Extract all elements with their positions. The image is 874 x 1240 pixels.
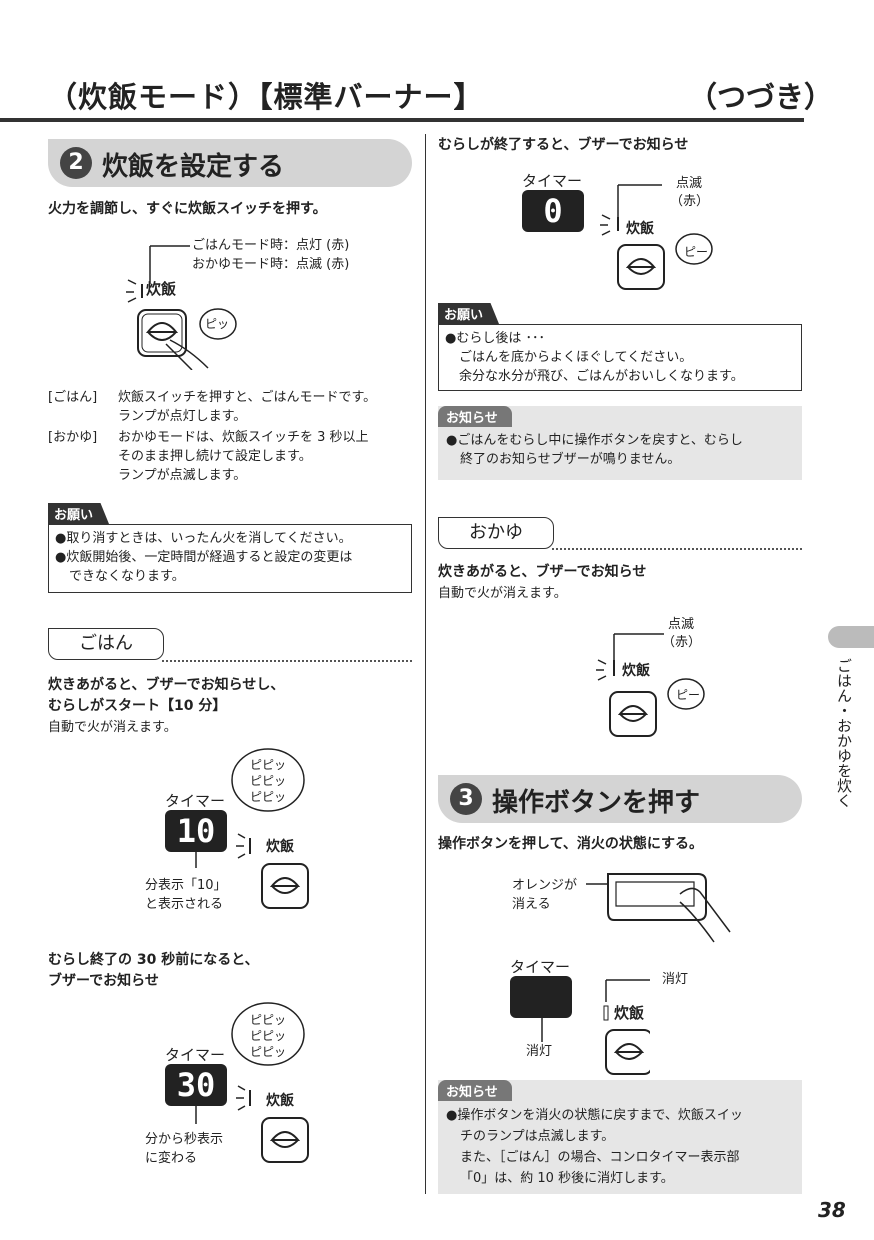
timer-30-diagram (195, 1002, 309, 1163)
timer-note4: に変わる (145, 1151, 198, 1166)
oshirase-item: また、［ごはん］の場合、コンロタイマー表示部 (460, 1150, 740, 1165)
step3-heading: 3 操作ボタンを押す (438, 775, 802, 823)
timer-label: タイマー (165, 1046, 226, 1064)
beep-bubble: ピー (676, 688, 701, 702)
step2-notice: お願い ●取り消すときは、いったん火を消してください。 ●炊飯開始後、一定時間が… (48, 503, 412, 593)
timer-display: 0 (522, 190, 584, 232)
orange-note1: オレンジが (512, 878, 578, 893)
step3-instruction: 操作ボタンを押して、消火の状態にする。 (438, 836, 704, 852)
rice-switch-label: 炊飯 (266, 1093, 294, 1109)
beep-bubble-text: ピピッ ピピッ ピピッ (250, 758, 287, 804)
page-title: （炊飯モード）【標準バーナー】 (48, 80, 484, 114)
gohan-text1: 炊飯スイッチを押すと、ごはんモードです。 (118, 390, 377, 405)
oshirase-item: チのランプは点滅します。 (460, 1129, 615, 1144)
gohan-tab: ごはん (48, 628, 164, 660)
oshirase-item: ●操作ボタンを消火の状態に戻すまで、炊飯スイッ (446, 1108, 743, 1123)
gohan-key: [ごはん] (48, 390, 98, 405)
notice-item: ごはんを底からよくほぐしてください。 (459, 350, 693, 365)
timer-10-diagram (195, 748, 309, 909)
blink-label: 点滅 (676, 176, 703, 191)
notice-item: 余分な水分が飛び、ごはんがおいしくなります。 (459, 369, 744, 384)
red-label: （赤） (662, 635, 702, 650)
blink-switch-diagram (600, 184, 713, 290)
notice-item: ●炊飯開始後、一定時間が経過すると設定の変更は (55, 550, 353, 565)
okayu-head: 炊きあがると、ブザーでお知らせ (438, 564, 647, 580)
gohan-text2: ランプが点灯します。 (118, 409, 247, 424)
lamp-note-okayu: おかゆモード時：点滅 (赤) (192, 257, 350, 272)
notice-tag: お願い (48, 503, 110, 524)
orange-note2: 消える (512, 897, 551, 912)
timer-label: タイマー (165, 792, 226, 810)
rice-switch-label: 炊飯 (626, 221, 654, 237)
oshirase-tag: お知らせ (438, 1080, 512, 1101)
red-label: （赤） (670, 194, 710, 209)
oshirase-box: お知らせ ●ごはんをむらし中に操作ボタンを戻すと、むらし 終了のお知らせブザーが… (438, 406, 802, 480)
oshirase-item: 終了のお知らせブザーが鳴りません。 (460, 452, 681, 467)
okayu-divider (552, 548, 802, 550)
notice-item: ●むらし後は ･･･ (445, 331, 545, 346)
page-number: 38 (818, 1198, 846, 1222)
oshirase-item: ●ごはんをむらし中に操作ボタンを戻すと、むらし (446, 433, 743, 448)
okayu-text2: そのまま押し続けて設定します。 (118, 449, 312, 464)
oshirase-tag: お知らせ (438, 406, 512, 427)
step3-title: 操作ボタンを押す (492, 788, 701, 818)
rice-switch-press-diagram (126, 245, 237, 370)
timer-label: タイマー (522, 172, 583, 190)
notice-item-cont: できなくなります。 (69, 569, 185, 584)
lamp-note-gohan: ごはんモード時：点灯 (赤) (192, 238, 350, 253)
step3-number: 3 (450, 783, 482, 815)
okayu-tab: おかゆ (438, 517, 554, 549)
okayu-sub: 自動で火が消えます。 (438, 586, 567, 601)
continued-label: （つづき） (688, 80, 834, 114)
murashi-end-head: むらしが終了すると、ブザーでお知らせ (438, 137, 689, 153)
gohan-head1: 炊きあがると、ブザーでお知らせし、 (48, 677, 285, 693)
rice-switch-label: 炊飯 (266, 839, 294, 855)
oshirase-item: 「0」は、約 10 秒後に消灯します。 (460, 1171, 674, 1186)
timer-label: タイマー (510, 958, 571, 976)
off-label-switch: 消灯 (662, 972, 689, 987)
rice-switch-label: 炊飯 (622, 663, 650, 679)
beep-bubble: ピッ (205, 317, 230, 331)
header-rule (0, 118, 804, 122)
beep-bubble-text: ピピッ ピピッ ピピッ (250, 1013, 287, 1059)
blink-label: 点滅 (668, 617, 695, 632)
gohan-head3: むらし終了の 30 秒前になると、 (48, 952, 259, 968)
rice-switch-label: 炊飯 (146, 280, 177, 298)
murashi-notice: お願い ●むらし後は ･･･ ごはんを底からよくほぐしてください。 余分な水分が… (438, 303, 802, 391)
step2-number: 2 (60, 147, 92, 179)
timer-note1: 分表示「10」 (145, 878, 227, 893)
okayu-key: [おかゆ] (48, 430, 98, 445)
beep-bubble: ピー (684, 245, 709, 259)
step2-instruction: 火力を調節し、すぐに炊飯スイッチを押す。 (48, 201, 327, 217)
okayu-text1: おかゆモードは、炊飯スイッチを 3 秒以上 (118, 430, 369, 445)
chapter-tab-marker (828, 626, 874, 648)
timer-display-off (510, 976, 572, 1018)
rice-switch-label: 炊飯 (614, 1004, 645, 1022)
step2-heading: 2 炊飯を設定する (48, 139, 412, 187)
timer-display: 10 (165, 810, 227, 852)
notice-tag: お願い (438, 303, 500, 324)
okayu-switch-diagram (596, 633, 705, 737)
timer-note2: と表示される (145, 897, 224, 912)
control-knob-diagram (586, 873, 731, 943)
step2-title: 炊飯を設定する (102, 152, 285, 182)
notice-item: ●取り消すときは、いったん火を消してください。 (55, 531, 352, 546)
off-diagram (541, 979, 650, 1075)
off-label-timer: 消灯 (526, 1044, 553, 1059)
gohan-divider (162, 660, 412, 662)
gohan-head4: ブザーでお知らせ (48, 973, 159, 989)
okayu-text3: ランプが点滅します。 (118, 468, 247, 483)
gohan-head2: むらしがスタート【10 分】 (48, 698, 227, 714)
step3-oshirase-box: お知らせ ●操作ボタンを消火の状態に戻すまで、炊飯スイッ チのランプは点滅します… (438, 1080, 802, 1194)
timer-note3: 分から秒表示 (145, 1132, 224, 1147)
gohan-sub: 自動で火が消えます。 (48, 720, 177, 735)
timer-display: 30 (165, 1064, 227, 1106)
chapter-tab-label: ごはん・おかゆを炊く (835, 658, 853, 808)
column-divider (425, 134, 426, 1194)
